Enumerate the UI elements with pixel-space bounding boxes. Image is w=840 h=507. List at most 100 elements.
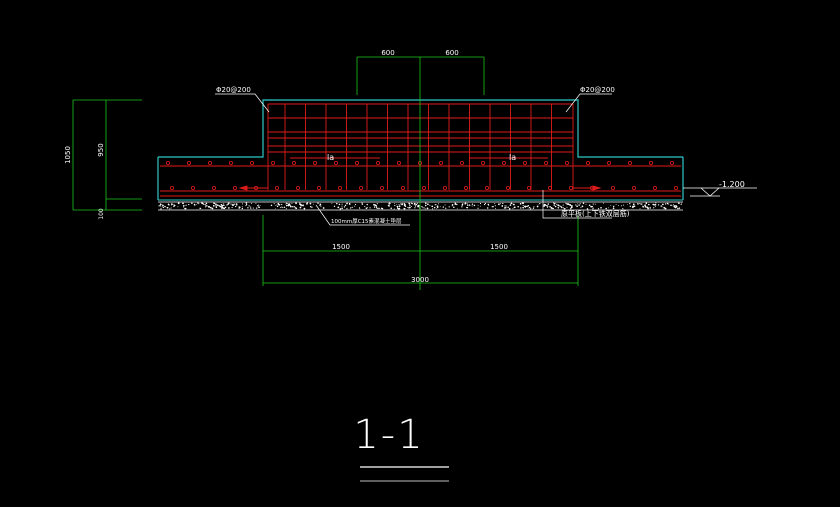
cushion-dot <box>398 203 400 205</box>
cushion-dot <box>191 202 193 204</box>
cushion-dot <box>565 202 567 204</box>
cushion-dot <box>557 204 559 206</box>
cushion-dot <box>208 206 210 208</box>
rebar-section-top <box>670 160 675 165</box>
rebar-spec-left: Φ20@200 <box>216 86 251 94</box>
cushion-dot <box>522 204 524 207</box>
cushion-dot <box>579 203 581 205</box>
cushion-dot <box>355 203 357 206</box>
rebar-section-top <box>501 160 506 165</box>
cushion-dot <box>177 206 179 208</box>
cushion-dot <box>559 206 561 208</box>
rebar-section-top <box>480 160 485 165</box>
cushion-dot <box>637 203 639 205</box>
cushion-dot <box>160 206 162 208</box>
cushion-dot <box>530 208 532 210</box>
concrete-outline <box>157 99 684 200</box>
cushion-dot <box>403 208 405 210</box>
cushion-dot <box>408 202 411 205</box>
cushion-dot <box>313 203 314 205</box>
rebar-section-top <box>312 160 317 165</box>
cushion-dot <box>341 207 343 210</box>
cushion-dot <box>282 207 284 208</box>
cushion-dot <box>519 202 522 205</box>
cushion-dot <box>426 207 429 210</box>
cushion-dot <box>276 205 279 208</box>
cushion-dot <box>629 203 631 205</box>
cushion-dot <box>527 208 529 210</box>
cushion-dot <box>275 204 277 206</box>
cushion-dot <box>553 204 556 206</box>
cushion-dot <box>567 203 570 206</box>
cushion-dot <box>453 206 455 208</box>
cushion-dot <box>285 208 287 210</box>
cushion-dot <box>509 204 512 206</box>
cushion-dot <box>664 203 667 205</box>
cushion-dot <box>376 203 378 205</box>
cushion-dot <box>420 206 422 208</box>
slab-note-leader <box>542 190 612 219</box>
cushion-dot <box>533 206 535 208</box>
rebar-section-top <box>228 160 233 165</box>
cushion-dot <box>257 204 259 206</box>
cushion-dot <box>309 206 312 208</box>
cushion-dot <box>571 205 573 207</box>
cushion-dot <box>513 203 515 206</box>
cushion-dot <box>525 207 526 209</box>
rebar-section-top <box>628 160 633 165</box>
rebar-section-top <box>544 160 549 165</box>
slab-note: 原平板(上下铁双层筋) <box>561 209 630 218</box>
cushion-dot <box>194 205 196 206</box>
cushion-dot <box>585 203 587 205</box>
cushion-dot <box>341 205 343 207</box>
cushion-dot <box>620 205 622 207</box>
cushion-dot <box>670 204 672 206</box>
cushion-dot <box>671 205 673 207</box>
cushion-dot <box>257 206 259 208</box>
cushion-dot <box>512 203 514 205</box>
cushion-dot <box>543 205 545 207</box>
cushion-dot <box>184 207 187 210</box>
cushion-dot <box>216 204 219 206</box>
cushion-dot <box>414 204 416 206</box>
rebar-section-bottom <box>505 185 510 190</box>
cushion-dot <box>422 207 424 209</box>
cushion-dot <box>236 204 238 206</box>
rebar-section-top <box>459 160 464 165</box>
cushion-dot <box>366 207 368 209</box>
cushion-dot <box>418 206 420 208</box>
cushion-dot <box>558 205 560 207</box>
cushion-dot <box>594 203 596 205</box>
cushion-dot <box>235 205 237 208</box>
cushion-dot <box>456 208 458 209</box>
cushion-dot <box>170 207 172 209</box>
cushion-dot <box>654 203 657 206</box>
cushion-dot <box>569 204 572 206</box>
rebar-section-top <box>291 160 296 165</box>
cushion-dot <box>231 203 233 205</box>
cushion-dot <box>365 207 368 209</box>
cushion-dot <box>539 202 541 205</box>
rebar-section-bottom <box>400 185 405 190</box>
cushion-dot <box>673 204 674 206</box>
cushion-dot <box>456 204 458 206</box>
cushion-dot <box>294 205 296 208</box>
cushion-dot <box>564 208 566 210</box>
cushion-dot <box>623 204 625 206</box>
cushion-dot <box>403 207 406 210</box>
cushion-dot <box>280 206 282 208</box>
cushion-dot <box>436 205 439 208</box>
cushion-dot <box>331 202 333 204</box>
cushion-dot <box>235 203 238 205</box>
cushion-dot <box>183 206 185 208</box>
cushion-dot <box>454 203 457 205</box>
cushion-dot <box>177 202 180 205</box>
cushion-dot <box>653 204 655 206</box>
cushion-dot <box>344 204 347 207</box>
cushion-dot <box>255 207 258 209</box>
rebar-section-top <box>565 160 570 165</box>
cushion-dot <box>319 203 322 206</box>
cushion-dot <box>622 208 624 210</box>
cushion-dot <box>348 203 351 205</box>
cushion-dot <box>575 204 577 206</box>
